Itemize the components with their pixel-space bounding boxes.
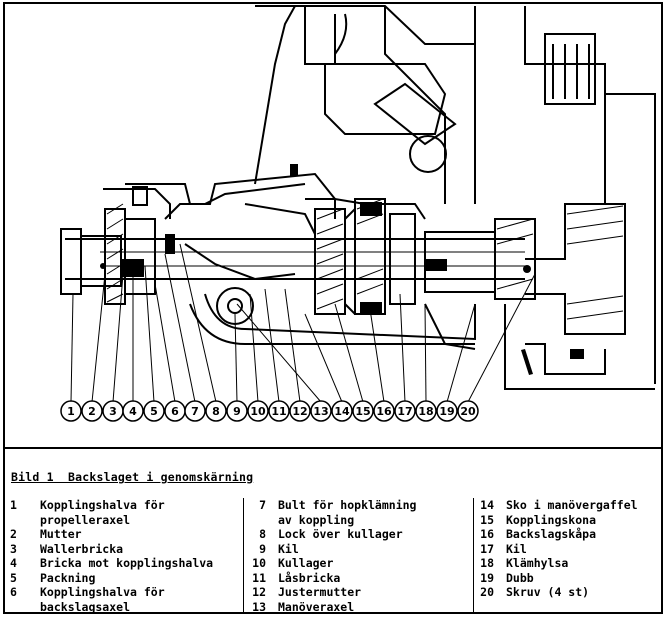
legend-text: Bricka mot kopplingshalva <box>40 556 214 570</box>
callout-label: 13 <box>313 405 328 418</box>
document-frame: 1 2 3 4 5 6 7 8 9 10 11 12 13 14 15 16 1… <box>3 2 663 614</box>
legend-item: 13 Manöveraxel <box>244 599 466 614</box>
callout-label: 8 <box>212 405 220 418</box>
legend-number: 7 <box>259 498 266 512</box>
legend-item: 9 Kil <box>244 542 466 557</box>
legend-number: 17 <box>480 541 494 556</box>
legend-text: Manöveraxel <box>278 599 355 614</box>
callout-label: 15 <box>355 405 370 418</box>
legend-number: 13 <box>252 599 266 614</box>
legend-item: 17 Kil <box>474 541 661 557</box>
callout-label: 14 <box>334 405 350 418</box>
legend-number: 20 <box>480 585 494 599</box>
divider <box>5 447 661 449</box>
legend-text: Låsbricka <box>278 570 341 585</box>
callout-label: 9 <box>233 405 241 418</box>
callout-label: 20 <box>460 405 476 418</box>
legend-number: 4 <box>10 556 17 570</box>
legend-text: Kopplingskona <box>506 512 597 527</box>
legend-number: 11 <box>252 570 266 585</box>
legend-text: Sko i manövergaffel <box>506 498 638 512</box>
callout-label: 7 <box>191 405 199 418</box>
callout-label: 4 <box>129 405 137 418</box>
figure-caption: Bild 1 Backslaget i genomskärning <box>11 470 254 484</box>
legend-item: 19 Dubb <box>474 570 661 586</box>
legend-number: 5 <box>10 570 17 585</box>
legend-item: 2 Mutter <box>10 527 235 542</box>
legend-number: 14 <box>480 498 494 512</box>
callout-label: 17 <box>397 405 412 418</box>
legend-item: 11 Låsbricka <box>244 571 466 586</box>
callout-label: 1 <box>67 405 75 418</box>
legend-text: Klämhylsa <box>506 556 569 570</box>
legend-text: Skruv (4 st) <box>506 585 590 599</box>
callout-label: 3 <box>109 405 117 418</box>
legend-number: 16 <box>480 527 494 541</box>
legend-item: 12 Justermutter <box>244 585 466 600</box>
legend-number: 15 <box>480 512 494 527</box>
callout-label: 10 <box>250 405 266 418</box>
legend-item: 18 Klämhylsa <box>474 556 661 571</box>
legend-item: 3 Wallerbricka <box>10 542 235 557</box>
callout-label: 19 <box>439 405 454 418</box>
legend-item: 5 Packning <box>10 571 235 586</box>
legend-text: Kil <box>506 541 527 556</box>
callout-label: 5 <box>150 405 158 418</box>
legend-text: Lock över kullager <box>278 527 403 541</box>
callout-label: 16 <box>376 405 392 418</box>
legend-item: 20 Skruv (4 st) <box>474 585 661 600</box>
legend-text: Packning <box>40 570 96 585</box>
legend-number: 18 <box>480 556 494 570</box>
callout-label: 12 <box>292 405 307 418</box>
legend-item: 8 Lock över kullager <box>244 527 466 542</box>
legend-number: 6 <box>10 585 17 599</box>
legend-item: 16 Backslagskåpa <box>474 527 661 542</box>
legend-number: 1 <box>10 498 17 512</box>
callout-label: 2 <box>88 405 96 418</box>
legend-column-3: 14 Sko i manövergaffel 15 Kopplingskona 16… <box>473 498 661 612</box>
legend-text: Kil <box>278 541 299 556</box>
callout-label: 6 <box>171 405 179 418</box>
callout-label: 11 <box>271 405 286 418</box>
legend-number: 10 <box>252 556 266 570</box>
legend-text: Wallerbricka <box>40 541 124 556</box>
legend-number: 12 <box>252 585 266 599</box>
legend-item: 4 Bricka mot kopplingshalva <box>10 556 235 571</box>
legend-text: Dubb <box>506 570 534 585</box>
legend-item: 15 Kopplingskona <box>474 512 661 528</box>
legend-text: Justermutter <box>278 585 362 599</box>
legend-text: Backslagskåpa <box>506 527 597 541</box>
legend-item: 10 Kullager <box>244 556 466 571</box>
callout-label: 18 <box>418 405 433 418</box>
legend-text: Mutter <box>40 527 82 541</box>
legend-number: 9 <box>259 541 266 556</box>
legend-text: Kullager <box>278 556 334 570</box>
legend-number: 8 <box>259 527 266 541</box>
legend-number: 3 <box>10 541 17 556</box>
legend-number: 2 <box>10 527 17 541</box>
cross-section-drawing: 1 2 3 4 5 6 7 8 9 10 11 12 13 14 15 16 1… <box>60 5 656 422</box>
legend-item: 14 Sko i manövergaffel <box>474 498 661 513</box>
legend-number: 19 <box>480 570 494 585</box>
